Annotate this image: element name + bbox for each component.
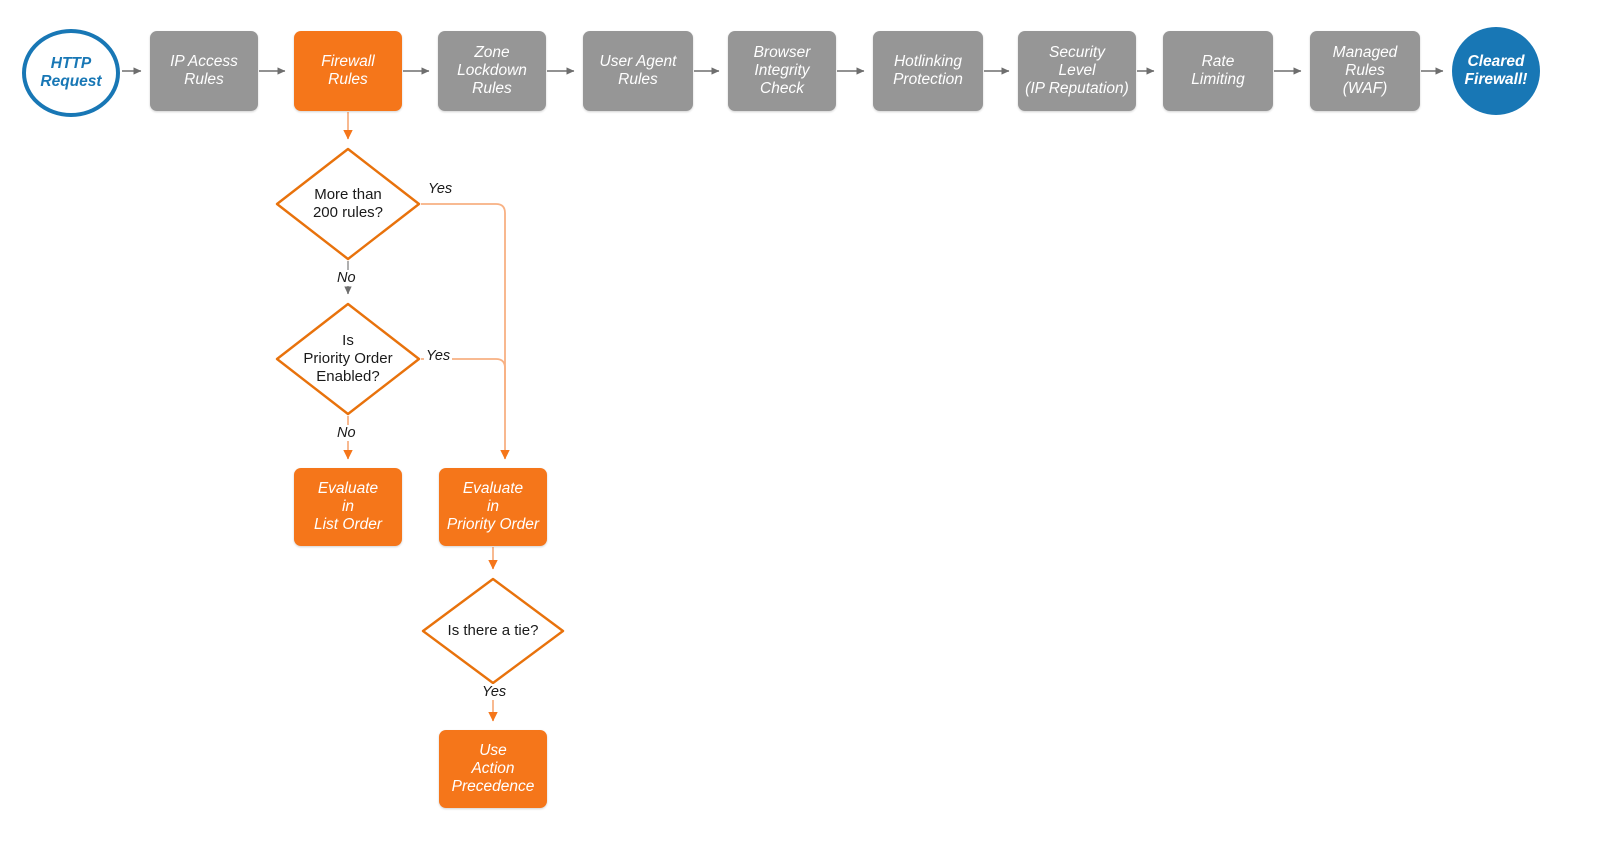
node-label-priority-order-enabled: Is Priority Order Enabled? bbox=[303, 332, 393, 385]
node-browser-integrity[interactable]: Browser Integrity Check bbox=[728, 31, 836, 111]
node-label-ip-access-rules: IP Access Rules bbox=[170, 53, 238, 88]
node-use-action-precedence[interactable]: Use Action Precedence bbox=[439, 730, 547, 808]
node-label-firewall-rules: Firewall Rules bbox=[321, 53, 375, 88]
label-yes-200-rules: Yes bbox=[426, 181, 455, 197]
node-zone-lockdown[interactable]: Zone Lockdown Rules bbox=[438, 31, 546, 111]
label-yes-tie: Yes bbox=[480, 684, 509, 700]
node-ip-access-rules[interactable]: IP Access Rules bbox=[150, 31, 258, 111]
label-no-priority-order: No bbox=[335, 425, 358, 441]
node-priority-order-enabled[interactable]: Is Priority Order Enabled? bbox=[276, 303, 420, 415]
edge-priority-order-yes bbox=[421, 358, 506, 400]
label-yes-priority-order: Yes bbox=[424, 348, 453, 364]
node-is-there-a-tie[interactable]: Is there a tie? bbox=[422, 578, 564, 684]
node-label-managed-rules-waf: Managed Rules (WAF) bbox=[1332, 44, 1398, 97]
node-hotlinking[interactable]: Hotlinking Protection bbox=[873, 31, 983, 111]
node-label-hotlinking: Hotlinking Protection bbox=[893, 53, 963, 88]
label-no-200-rules: No bbox=[335, 270, 358, 286]
node-firewall-rules[interactable]: Firewall Rules bbox=[294, 31, 402, 111]
edge-more-than-200-yes bbox=[421, 203, 510, 460]
node-label-security-level: Security Level (IP Reputation) bbox=[1025, 44, 1129, 97]
node-label-zone-lockdown: Zone Lockdown Rules bbox=[457, 44, 527, 97]
node-evaluate-list-order[interactable]: Evaluate in List Order bbox=[294, 468, 402, 546]
node-label-use-action-precedence: Use Action Precedence bbox=[451, 742, 535, 795]
node-label-cleared-firewall: Cleared Firewall! bbox=[1464, 53, 1528, 88]
node-security-level[interactable]: Security Level (IP Reputation) bbox=[1018, 31, 1136, 111]
node-label-http-request: HTTP Request bbox=[40, 55, 102, 90]
node-evaluate-priority-order[interactable]: Evaluate in Priority Order bbox=[439, 468, 547, 546]
node-label-browser-integrity: Browser Integrity Check bbox=[753, 44, 811, 97]
node-label-rate-limiting: Rate Limiting bbox=[1191, 53, 1245, 88]
node-more-than-200-rules[interactable]: More than 200 rules? bbox=[276, 148, 420, 260]
node-cleared-firewall[interactable]: Cleared Firewall! bbox=[1452, 27, 1540, 115]
node-managed-rules-waf[interactable]: Managed Rules (WAF) bbox=[1310, 31, 1420, 111]
node-label-more-than-200-rules: More than 200 rules? bbox=[312, 186, 384, 221]
node-user-agent-rules[interactable]: User Agent Rules bbox=[583, 31, 693, 111]
node-label-evaluate-list-order: Evaluate in List Order bbox=[313, 480, 383, 533]
node-label-user-agent-rules: User Agent Rules bbox=[599, 53, 677, 88]
node-http-request[interactable]: HTTP Request bbox=[22, 29, 120, 117]
node-label-is-there-a-tie: Is there a tie? bbox=[447, 622, 539, 639]
node-label-evaluate-priority-order: Evaluate in Priority Order bbox=[446, 480, 540, 533]
node-rate-limiting[interactable]: Rate Limiting bbox=[1163, 31, 1273, 111]
